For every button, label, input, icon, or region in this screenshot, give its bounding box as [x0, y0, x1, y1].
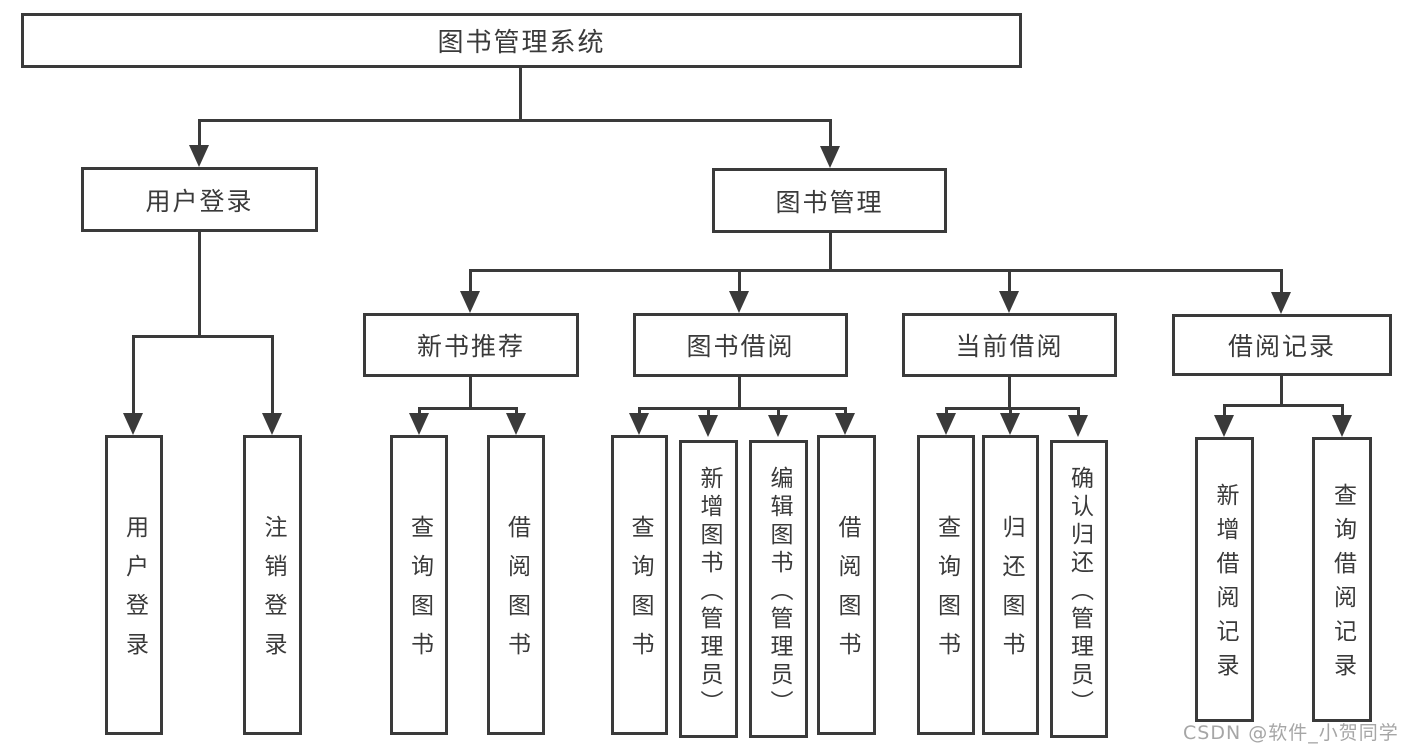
node-new-book-recommend-label: 新书推荐	[416, 332, 525, 361]
node-user-login: 用户登录	[81, 167, 318, 232]
connector-borrow-records-drop	[1280, 376, 1283, 407]
leaf-bb-query-books-label: 查询图书	[627, 515, 653, 671]
connector-user-login-drop	[198, 232, 201, 337]
connector-current-borrow-rail	[945, 407, 1080, 410]
leaf-cb-return-books: 归还图书	[982, 435, 1039, 735]
arrowhead-br-query	[1332, 415, 1352, 437]
arrowhead-user-login	[189, 145, 209, 167]
node-library-management-system: 图书管理系统	[21, 13, 1022, 68]
arrowhead-cb-return	[1000, 413, 1020, 435]
connector-root-drop	[519, 68, 522, 122]
leaf-bb-add-books-admin-label: 新增图书（管理员）	[696, 465, 722, 718]
node-book-borrow: 图书借阅	[633, 313, 848, 377]
leaf-cb-query-books: 查询图书	[917, 435, 975, 735]
arrowhead-cb-query	[936, 413, 956, 435]
arrowhead-book-management	[820, 146, 840, 168]
leaf-bb-borrow-books: 借阅图书	[817, 435, 876, 735]
connector-new-book-rail	[418, 407, 518, 410]
arrowhead-current-borrow	[999, 291, 1019, 313]
node-book-management-label: 图书管理	[775, 187, 884, 217]
connector-new-book-drop	[469, 377, 472, 410]
connector-level2-rail	[198, 119, 832, 122]
leaf-nb-query-books-label: 查询图书	[406, 515, 433, 671]
leaf-br-query-record: 查询借阅记录	[1312, 437, 1372, 722]
connector-current-borrow-drop	[1008, 377, 1011, 410]
arrowhead-bb-edit	[768, 415, 788, 437]
connector-stem-br-query	[1341, 404, 1344, 416]
watermark-csdn: CSDN @软件_小贺同学	[1183, 722, 1399, 744]
connector-stem-cb-query	[945, 407, 948, 417]
node-book-management: 图书管理	[712, 168, 947, 233]
connector-stem-borrow-records	[1280, 269, 1283, 295]
connector-stem-br-add	[1223, 404, 1226, 416]
leaf-cb-query-books-label: 查询图书	[933, 515, 960, 671]
node-library-management-system-label: 图书管理系统	[437, 28, 606, 58]
connector-stem-bb-edit	[777, 407, 780, 417]
node-current-borrow: 当前借阅	[902, 313, 1117, 377]
node-current-borrow-label: 当前借阅	[955, 332, 1064, 361]
arrowhead-bb-query	[629, 413, 649, 435]
arrowhead-cb-confirm	[1068, 415, 1088, 437]
connector-stem-bb-add	[707, 407, 710, 417]
leaf-user-login: 用户登录	[105, 435, 163, 735]
node-user-login-label: 用户登录	[145, 186, 254, 216]
leaf-cb-confirm-return-admin: 确认归还（管理员）	[1050, 440, 1108, 738]
arrowhead-bb-add	[698, 415, 718, 437]
leaf-br-query-record-label: 查询借阅记录	[1329, 483, 1356, 687]
connector-user-login-rail	[132, 335, 274, 338]
arrowhead-new-book	[460, 291, 480, 313]
leaf-cb-return-books-label: 归还图书	[998, 515, 1024, 671]
connector-stem-current-borrow	[1008, 269, 1011, 295]
connector-stem-logout-leaf	[271, 335, 274, 413]
leaf-user-login-label: 用户登录	[121, 515, 148, 671]
leaf-bb-add-books-admin: 新增图书（管理员）	[679, 440, 738, 738]
node-new-book-recommend: 新书推荐	[363, 313, 579, 377]
connector-stem-bb-borrow	[844, 407, 847, 417]
leaf-cb-confirm-return-admin-label: 确认归还（管理员）	[1066, 465, 1093, 718]
leaf-br-add-record: 新增借阅记录	[1195, 437, 1254, 722]
leaf-bb-edit-books-admin: 编辑图书（管理员）	[749, 440, 808, 738]
leaf-logout: 注销登录	[243, 435, 302, 735]
arrowhead-logout-leaf	[262, 413, 282, 435]
connector-stem-cb-confirm	[1077, 407, 1080, 417]
leaf-nb-borrow-books-label: 借阅图书	[503, 515, 530, 671]
connector-level3-rail	[469, 269, 1283, 272]
connector-stem-nb-query	[418, 407, 421, 417]
connector-stem-bb-query	[638, 407, 641, 417]
leaf-bb-edit-books-admin-label: 编辑图书（管理员）	[766, 465, 792, 718]
leaf-bb-query-books: 查询图书	[611, 435, 668, 735]
arrowhead-login-leaf	[123, 413, 143, 435]
node-book-borrow-label: 图书借阅	[686, 332, 795, 361]
node-borrow-records: 借阅记录	[1172, 314, 1392, 376]
connector-borrow-records-rail	[1223, 404, 1344, 407]
arrowhead-nb-query	[409, 413, 429, 435]
arrowhead-br-add	[1214, 415, 1234, 437]
connector-stem-cb-return	[1009, 407, 1012, 417]
arrowhead-nb-borrow	[506, 413, 526, 435]
connector-stem-nb-borrow	[515, 407, 518, 417]
connector-stem-login-leaf	[132, 335, 135, 413]
leaf-nb-query-books: 查询图书	[390, 435, 448, 735]
connector-stem-user-login	[198, 119, 201, 149]
leaf-bb-borrow-books-label: 借阅图书	[834, 515, 860, 671]
connector-stem-book-borrow	[738, 269, 741, 295]
connector-book-borrow-rail	[638, 407, 847, 410]
connector-stem-book-management	[829, 119, 832, 149]
leaf-logout-label: 注销登录	[260, 515, 286, 671]
arrowhead-book-borrow	[729, 291, 749, 313]
connector-book-borrow-drop	[738, 377, 741, 410]
connector-stem-new-book	[469, 269, 472, 295]
arrowhead-borrow-records	[1271, 292, 1291, 314]
leaf-br-add-record-label: 新增借阅记录	[1212, 483, 1238, 687]
connector-book-management-drop	[829, 233, 832, 272]
arrowhead-bb-borrow	[835, 413, 855, 435]
node-borrow-records-label: 借阅记录	[1227, 332, 1336, 361]
leaf-nb-borrow-books: 借阅图书	[487, 435, 545, 735]
